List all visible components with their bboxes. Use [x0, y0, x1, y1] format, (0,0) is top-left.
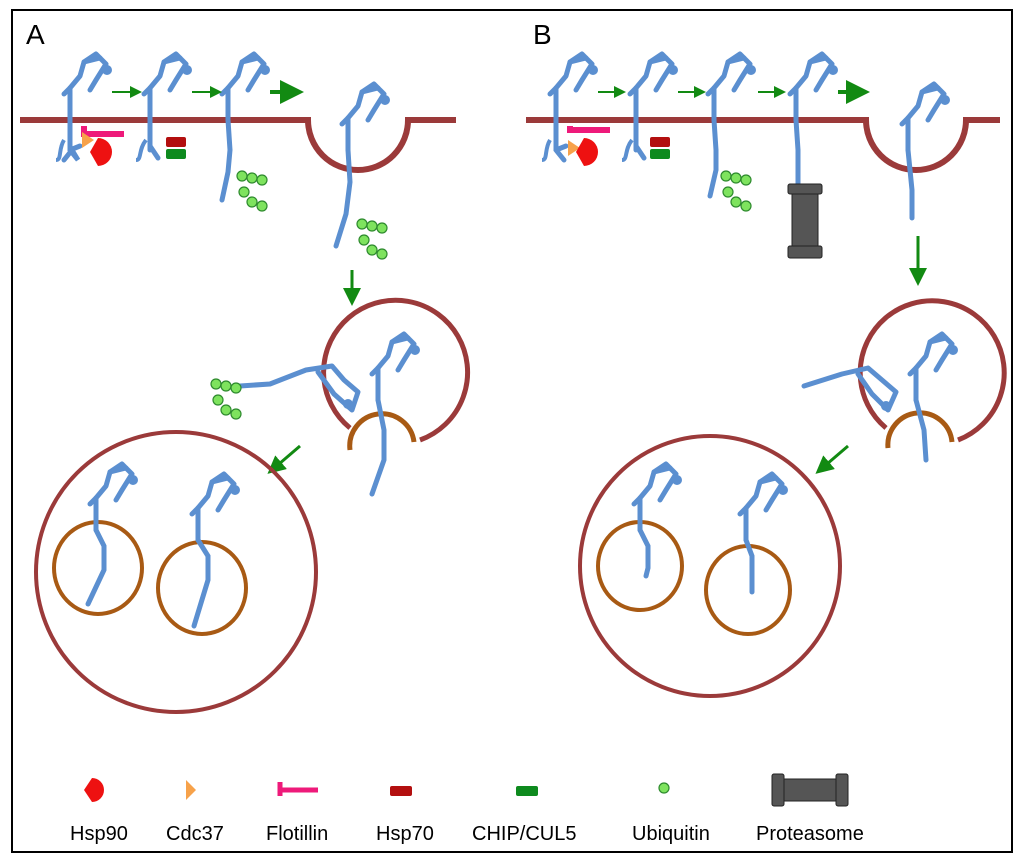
receptor-b3 — [708, 54, 756, 212]
receptor-b4 — [790, 54, 838, 187]
legend-label-chip-cul5: CHIP/CUL5 — [472, 823, 576, 845]
legend-hsp70: Hsp70 — [376, 786, 434, 845]
legend-cdc37: Cdc37 — [166, 780, 224, 845]
early-endosome-a — [210, 297, 471, 497]
flotillin-icon — [277, 782, 318, 796]
panel-a — [20, 54, 471, 714]
plasma-membrane-b — [526, 117, 1000, 173]
receptor-a3 — [219, 54, 270, 212]
chip-shape-a — [166, 149, 186, 159]
plasma-membrane-a — [20, 117, 456, 173]
panel-label-b: B — [533, 19, 552, 50]
hsp90-icon — [84, 778, 104, 802]
cdc37-icon — [186, 780, 196, 800]
legend-label-cdc37: Cdc37 — [166, 823, 224, 845]
cdc37-shape-b — [568, 140, 580, 156]
legend-label-flotillin: Flotillin — [266, 823, 328, 845]
legend-label-hsp70: Hsp70 — [376, 823, 434, 845]
legend-ubiquitin: Ubiquitin — [632, 782, 710, 845]
proteasome-b — [787, 183, 823, 259]
legend-label-proteasome: Proteasome — [756, 823, 864, 845]
legend-flotillin: Flotillin — [266, 782, 328, 845]
legend-hsp90: Hsp90 — [70, 778, 128, 845]
hsp70-shape-a — [166, 137, 186, 147]
hsp90-shape-b — [576, 138, 598, 166]
receptor-b2 — [621, 54, 678, 162]
panel-b — [526, 54, 1007, 698]
receptor-a1 — [55, 54, 124, 166]
hsp90-shape-a — [90, 138, 112, 166]
figure-frame — [11, 9, 1013, 853]
receptor-b5 — [902, 84, 950, 221]
proteasome-icon — [771, 773, 849, 807]
chip-shape-b — [650, 149, 670, 159]
legend-label-ubiquitin: Ubiquitin — [632, 823, 710, 845]
early-endosome-b — [801, 298, 1007, 463]
legend-chip-cul5: CHIP/CUL5 — [472, 786, 576, 845]
ubiquitin-icon — [658, 782, 670, 794]
cdc37-shape-a — [82, 132, 94, 148]
legend-label-hsp90: Hsp90 — [70, 823, 128, 845]
hsp70-icon — [390, 786, 412, 796]
receptor-a2 — [135, 54, 192, 162]
chip-cul5-icon — [516, 786, 538, 796]
legend: Hsp90 Cdc37 Flotillin Hsp70 CHIP/CUL5 Ub… — [70, 773, 864, 845]
mvb-b — [578, 434, 842, 698]
panel-label-a: A — [26, 19, 45, 50]
flotillin-shape-a — [81, 126, 124, 137]
legend-proteasome: Proteasome — [756, 773, 864, 845]
hsp70-shape-b — [650, 137, 670, 147]
receptor-a4 — [333, 84, 390, 260]
mvb-a — [34, 430, 318, 714]
receptor-b1 — [541, 54, 610, 166]
flotillin-shape-b — [567, 126, 610, 133]
